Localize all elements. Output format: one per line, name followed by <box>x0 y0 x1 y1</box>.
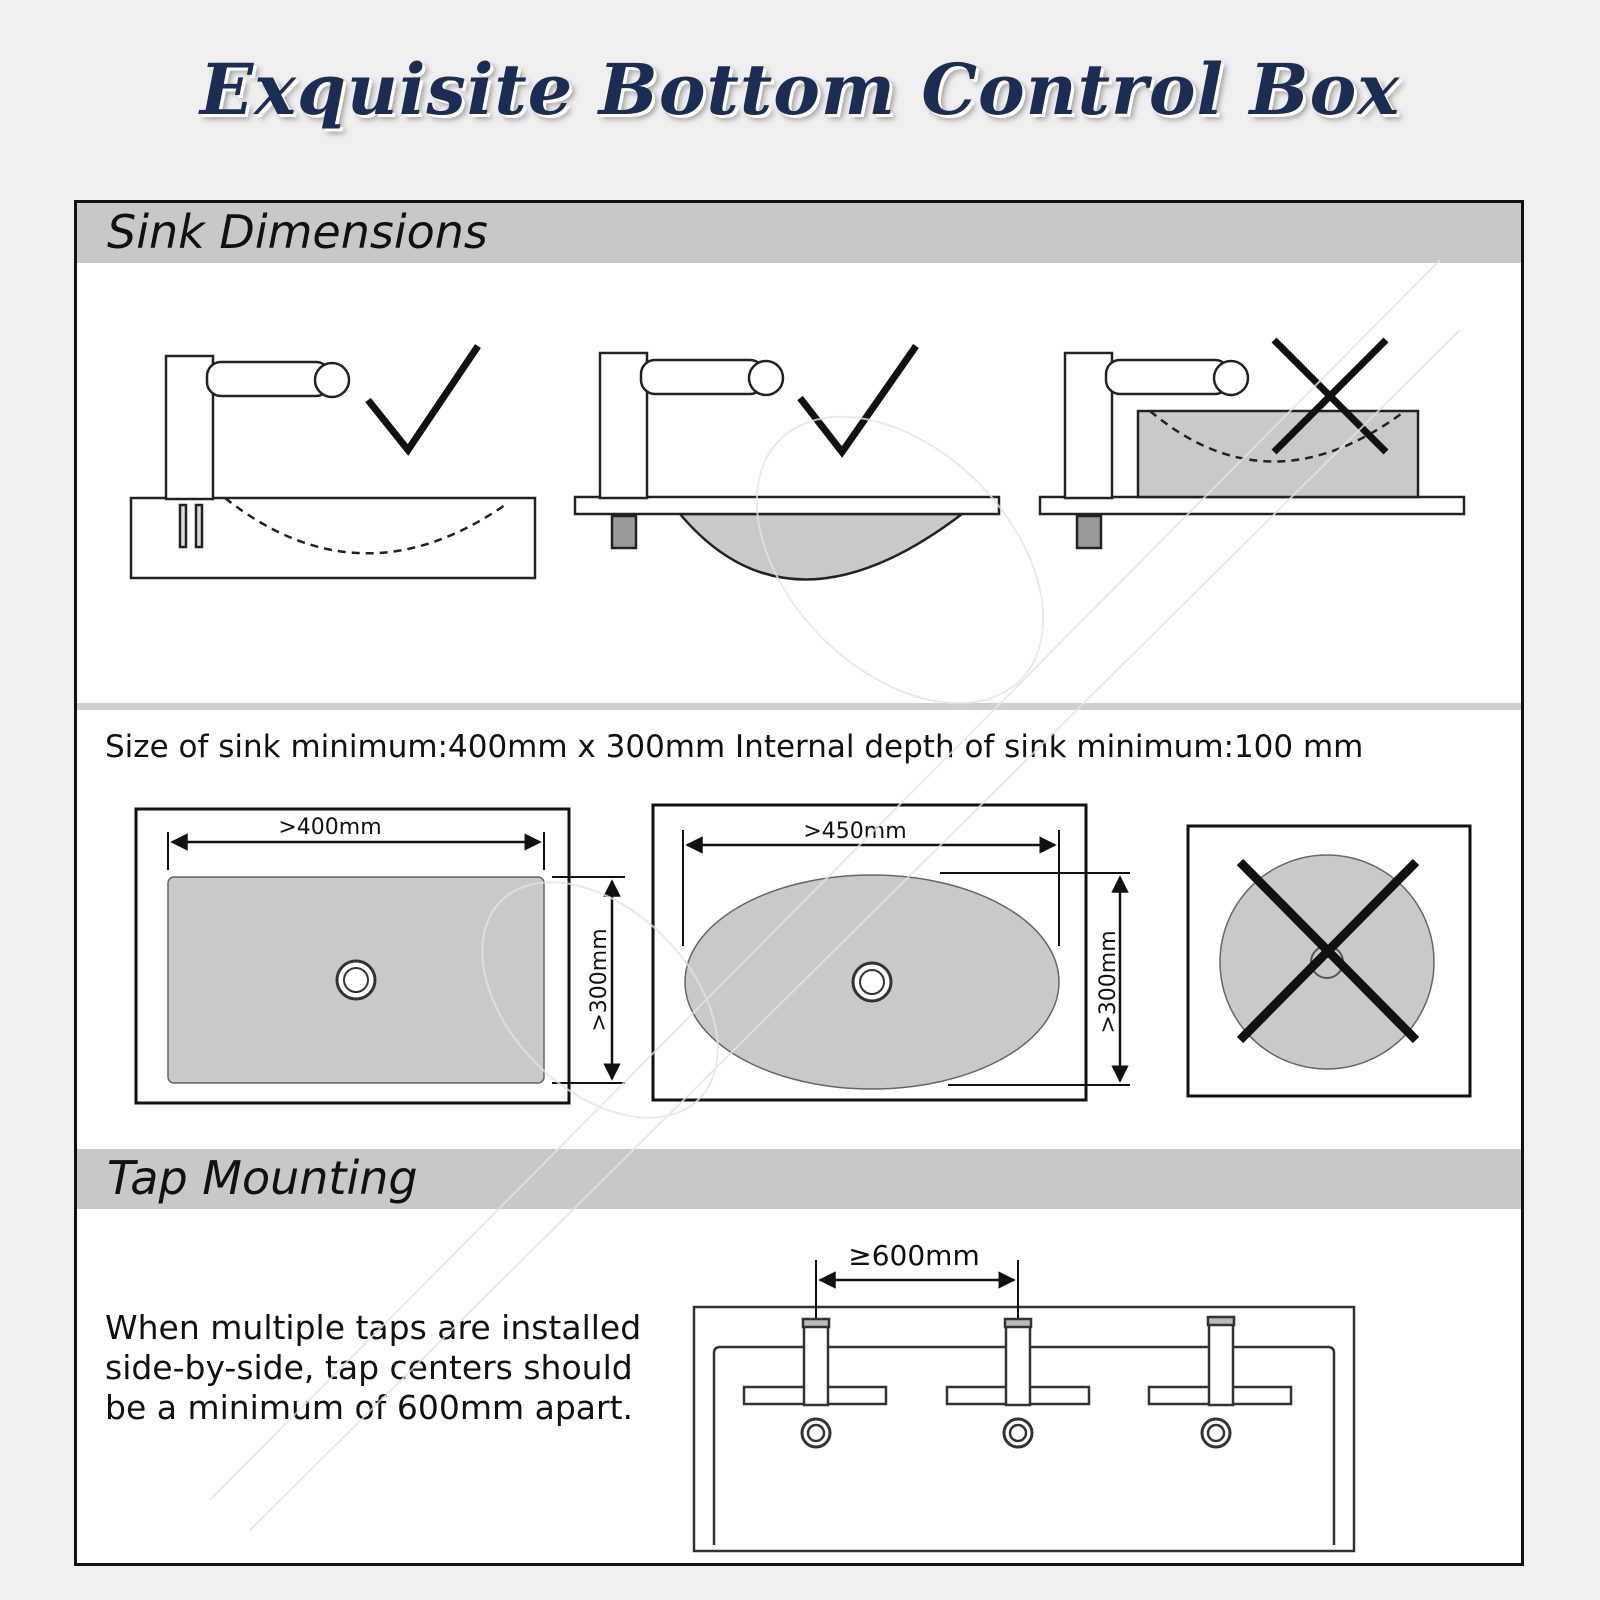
sink-dimensions-header: Sink Dimensions <box>77 203 1521 263</box>
fixing-rod <box>194 503 204 549</box>
counter-slab <box>1038 495 1466 516</box>
sink-dimensions-heading: Sink Dimensions <box>107 205 488 259</box>
rectangular-sink-plan <box>134 807 625 1105</box>
vessel-basin <box>1136 409 1420 499</box>
rect-width-label: >400mm <box>278 815 381 840</box>
counter-slab <box>573 495 1001 516</box>
faucet-spout <box>1104 358 1231 396</box>
undermount-basin <box>677 512 966 581</box>
check-mark-icon <box>797 343 919 458</box>
tap-spacing-label: ≥600mm <box>848 1239 979 1272</box>
faucet-spout <box>639 358 766 396</box>
oval-height-label: >300mm <box>1096 930 1121 1033</box>
round-basin <box>1219 854 1435 1070</box>
check-mark-icon <box>365 344 481 456</box>
faucet-body <box>164 354 215 501</box>
page-title: Exquisite Bottom Control Box <box>199 48 1401 131</box>
faucet-diagram-undermount-ok <box>573 351 1001 581</box>
faucet-sensor <box>747 359 785 397</box>
oval-width-label: >450mm <box>803 819 906 844</box>
faucet-spout <box>205 360 332 398</box>
faucet-sensor <box>1212 359 1250 397</box>
oval-sink-plan <box>651 803 1130 1102</box>
round-sink-plan <box>1186 824 1472 1098</box>
faucet-diagram-countertop-ok <box>129 354 537 580</box>
faucet-sensor <box>313 361 351 399</box>
fixing-rod <box>178 503 188 549</box>
threaded-shank <box>1075 514 1103 550</box>
rect-height-label: >300mm <box>587 928 612 1031</box>
faucet-diagram-vessel-wrong <box>1038 351 1466 550</box>
countertop-slab <box>129 496 537 580</box>
tap-mounting-diagram <box>692 1305 1356 1553</box>
threaded-shank <box>610 514 638 550</box>
